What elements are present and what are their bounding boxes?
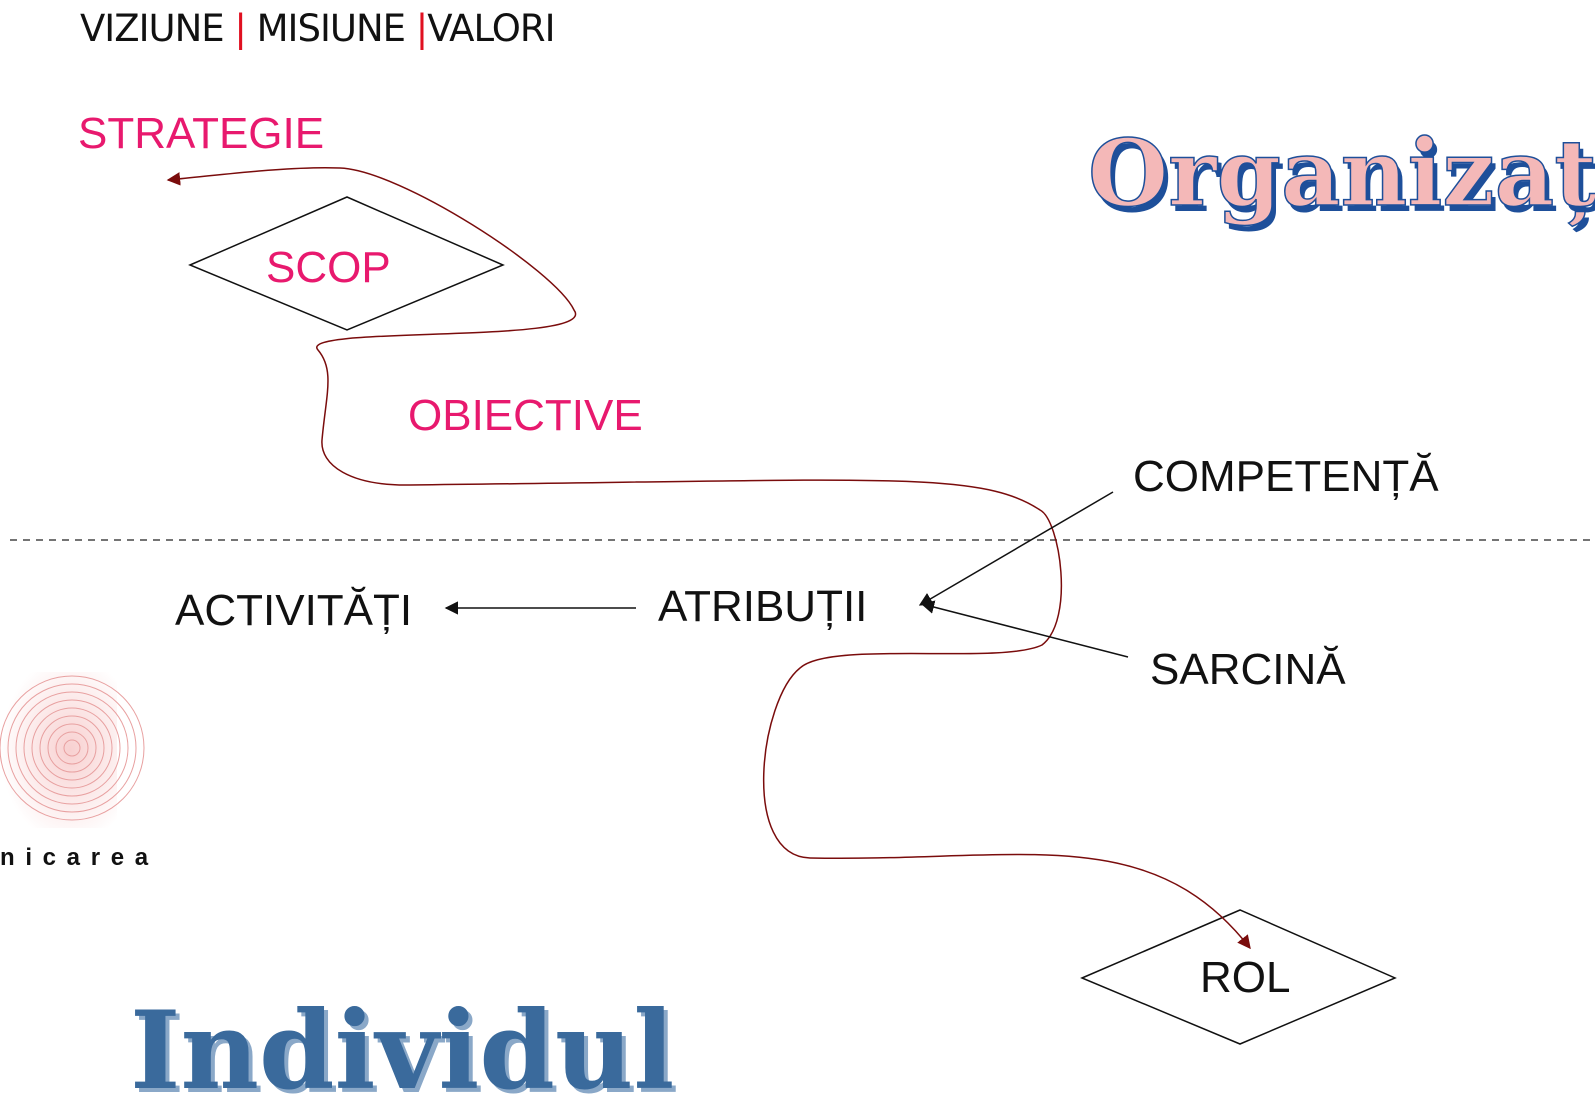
values-label: VALORI xyxy=(427,7,555,50)
logo-caption: n i c a r e a xyxy=(0,844,151,871)
objectives-label: OBIECTIVE xyxy=(408,391,643,440)
vision-mission-values-header: VIZIUNE | MISIUNE |VALORI xyxy=(80,7,556,50)
header-separator: | xyxy=(234,7,247,50)
vision-label: VIZIUNE xyxy=(80,7,225,50)
header-separator: | xyxy=(415,7,429,50)
ripple-logo xyxy=(0,672,145,828)
duties-label: ATRIBUȚII xyxy=(658,582,868,631)
task-to-duties-arrow xyxy=(920,600,1129,658)
strategy-label: STRATEGIE xyxy=(78,109,325,158)
individual-title: Individul xyxy=(130,988,674,1114)
goal-label: SCOP xyxy=(266,243,391,292)
task-label: SARCINĂ xyxy=(1150,645,1346,694)
competence-to-duties-arrow xyxy=(918,491,1114,606)
competence-label: COMPETENȚĂ xyxy=(1133,452,1439,501)
organization-title: Organizația xyxy=(1088,119,1595,227)
individual-wordart: Individul Individul xyxy=(130,988,678,1114)
organization-wordart: Organizația Organizația xyxy=(1087,118,1595,233)
mission-label: MISIUNE xyxy=(256,7,406,50)
role-label: ROL xyxy=(1200,953,1291,1002)
activities-label: ACTIVITĂȚI xyxy=(175,586,413,635)
flow-curve xyxy=(166,166,1251,950)
individual-wordart-shadow: Individul xyxy=(134,992,678,1114)
organization-wordart-shadow: Organizația xyxy=(1092,125,1595,233)
